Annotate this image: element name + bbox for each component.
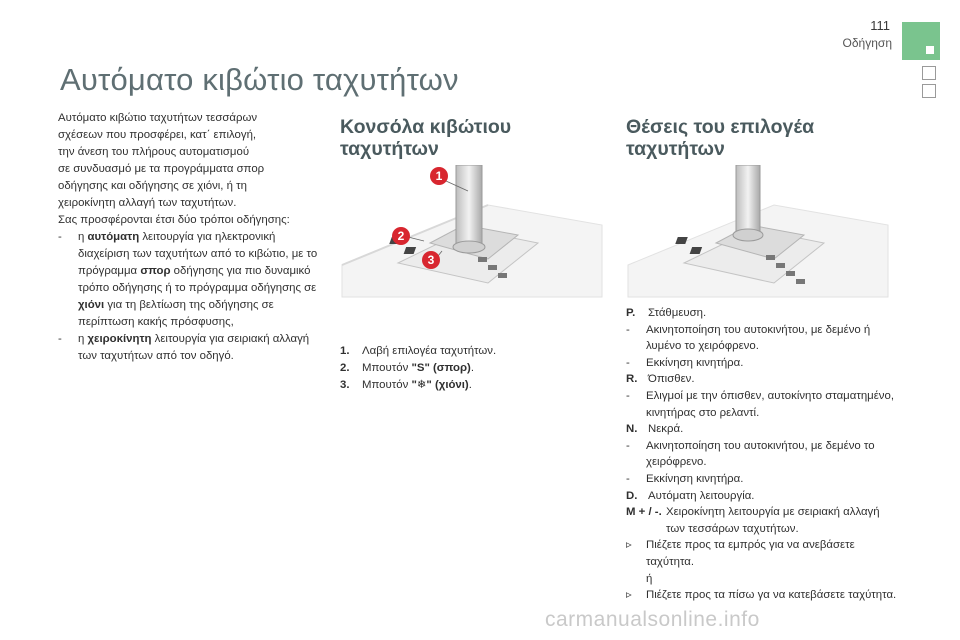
- detail-text: Πιέζετε προς τα εμπρός για να ανεβάσετε …: [646, 539, 855, 568]
- legend-text: Μπουτόν: [362, 362, 412, 374]
- position-detail: ή: [626, 571, 901, 588]
- text: οδήγησης για πιο δυναμικό τρόπο οδήγησης…: [78, 265, 317, 294]
- dash-mark: -: [626, 472, 630, 485]
- gear-console-drawing: [341, 165, 603, 298]
- detail-text: Ακινητοποίηση του αυτοκινήτου, με δεμένο…: [646, 323, 871, 353]
- gear-selector-drawing: [627, 165, 889, 298]
- title-line: ταχυτήτων: [626, 138, 725, 160]
- text: η: [78, 231, 88, 243]
- detail-text: ή: [646, 572, 653, 585]
- bullet-automatic: - η αυτόματη λειτουργία για ηλεκτρονική …: [58, 229, 320, 331]
- bold-text: χιόνι: [78, 299, 105, 311]
- legend-item: 3. Μπουτόν "❄" (χιόνι).: [340, 377, 610, 394]
- section-name: Οδήγηση: [842, 36, 892, 50]
- intro-line: χειροκίνητη αλλαγή των ταχυτήτων.: [58, 197, 237, 209]
- dash-mark: -: [626, 356, 630, 369]
- bullet-dash: -: [58, 231, 62, 243]
- positions-illustration: [624, 165, 892, 300]
- console-illustration: 1 2 3: [338, 165, 606, 300]
- position-detail: - Ακινητοποίηση του αυτοκινήτου, με δεμέ…: [626, 322, 901, 355]
- intro-line: σε συνδυασμό με τα προγράμματα σπορ: [58, 163, 265, 175]
- position-detail: - Ακινητοποίηση του αυτοκινήτου, με δεμέ…: [626, 438, 901, 471]
- bold-text: χειροκίνητη: [87, 333, 152, 345]
- detail-text: Ακινητοποίηση του αυτοκινήτου, με δεμένο…: [646, 439, 875, 469]
- intro-line: Σας προσφέρονται έτσι δύο τρόποι οδήγηση…: [58, 214, 290, 226]
- position-text: Όπισθεν.: [648, 373, 695, 386]
- position-text: Αυτόματη λειτουργία.: [648, 489, 755, 502]
- position-key: M + / -.: [626, 506, 662, 519]
- watermark: carmanualsonline.info: [545, 608, 760, 631]
- text: η: [78, 333, 88, 345]
- position-detail: - Εκκίνηση κινητήρα.: [626, 471, 901, 488]
- legend-number: 2.: [340, 362, 350, 374]
- bold-text: αυτόματη: [87, 231, 140, 243]
- console-legend: 1. Λαβή επιλογέα ταχυτήτων. 2. Μπουτόν "…: [340, 343, 610, 394]
- detail-text: Ελιγμοί με την όπισθεν, αυτοκίνητο σταμα…: [646, 389, 894, 419]
- bullet-manual: - η χειροκίνητη λειτουργία για σειριακή …: [58, 331, 320, 365]
- page-number: 111: [870, 18, 890, 33]
- detail-text: Εκκίνηση κινητήρα.: [646, 472, 744, 485]
- position-key: P.: [626, 307, 636, 319]
- page-title: Αυτόματο κιβώτιο ταχυτήτων: [60, 62, 459, 97]
- chapter-tab-active[interactable]: [902, 22, 940, 60]
- position-detail: - Εκκίνηση κινητήρα.: [626, 355, 901, 372]
- legend-bold: "S" (σπορ): [411, 362, 471, 374]
- legend-item: 1. Λαβή επιλογέα ταχυτήτων.: [340, 343, 610, 360]
- callout-3: 3: [422, 251, 440, 269]
- position-text: Χειροκίνητη λειτουργία με σειριακή αλλαγ…: [666, 506, 880, 535]
- chapter-tab[interactable]: [922, 84, 936, 98]
- spacer: [626, 571, 646, 588]
- intro-line: την άνεση του πλήρους αυτοματισμού: [58, 146, 250, 158]
- legend-item: 2. Μπουτόν "S" (σπορ).: [340, 360, 610, 377]
- legend-text: Λαβή επιλογέα ταχυτήτων.: [362, 345, 497, 357]
- position-key: N.: [626, 423, 638, 436]
- position-key: D.: [626, 489, 638, 502]
- arrow-icon: ▹: [626, 539, 632, 552]
- bold-text: σπορ: [140, 265, 171, 277]
- detail-text: Εκκίνηση κινητήρα.: [646, 356, 744, 369]
- text: λειτουργία για σειριακή αλλαγή των ταχυτ…: [78, 333, 310, 362]
- positions-list: P. Στάθμευση. - Ακινητοποίηση του αυτοκι…: [626, 305, 901, 604]
- console-section-title: Κονσόλα κιβώτιου ταχυτήτων: [340, 116, 511, 160]
- chapter-tab[interactable]: [922, 66, 936, 80]
- position-item-m: M + / -. Χειροκίνητη λειτουργία με σειρι…: [626, 504, 901, 537]
- intro-line: σχέσεων που προσφέρει, κατ΄ επιλογή,: [58, 129, 257, 141]
- callout-1: 1: [430, 167, 448, 185]
- position-item-d: D. Αυτόματη λειτουργία.: [626, 488, 901, 505]
- dash-mark: -: [626, 439, 630, 452]
- position-detail: ▹ Πιέζετε προς τα εμπρός για να ανεβάσετ…: [626, 537, 901, 570]
- position-text: Στάθμευση.: [648, 307, 707, 319]
- arrow-icon: ▹: [626, 589, 632, 602]
- text: για τη βελτίωση της οδήγησης σε περίπτωσ…: [78, 299, 274, 328]
- dash-mark: -: [626, 323, 630, 336]
- position-key: R.: [626, 373, 638, 386]
- dash-mark: -: [626, 389, 630, 402]
- intro-text: Αυτόματο κιβώτιο ταχυτήτων τεσσάρων σχέσ…: [58, 110, 320, 365]
- position-text: Νεκρά.: [648, 423, 684, 436]
- legend-end: .: [468, 379, 472, 391]
- position-detail: - Ελιγμοί με την όπισθεν, αυτοκίνητο στα…: [626, 388, 901, 421]
- position-item-p: P. Στάθμευση.: [626, 305, 901, 322]
- intro-line: Αυτόματο κιβώτιο ταχυτήτων τεσσάρων: [58, 112, 258, 124]
- legend-number: 1.: [340, 345, 350, 357]
- intro-line: οδήγησης και οδήγησης σε χιόνι, ή τη: [58, 180, 247, 192]
- bullet-dash: -: [58, 333, 62, 345]
- callout-2: 2: [392, 227, 410, 245]
- legend-text: Μπουτόν: [362, 379, 412, 391]
- legend-number: 3.: [340, 379, 350, 391]
- position-item-r: R. Όπισθεν.: [626, 371, 901, 388]
- text: λειτουργία για ηλεκτρονική διαχείριση τω…: [78, 231, 318, 277]
- legend-end: .: [470, 362, 474, 374]
- detail-text: Πιέζετε προς τα πίσω γα να κατεβάσετε τα…: [646, 589, 897, 602]
- legend-bold: "❄" (χιόνι): [411, 379, 469, 391]
- positions-section-title: Θέσεις του επιλογέα ταχυτήτων: [626, 116, 814, 160]
- title-line: Κονσόλα κιβώτιου: [340, 116, 512, 138]
- title-line: Θέσεις του επιλογέα: [626, 116, 815, 138]
- position-detail: ▹ Πιέζετε προς τα πίσω γα να κατεβάσετε …: [626, 587, 901, 604]
- title-line: ταχυτήτων: [340, 138, 439, 160]
- position-item-n: N. Νεκρά.: [626, 421, 901, 438]
